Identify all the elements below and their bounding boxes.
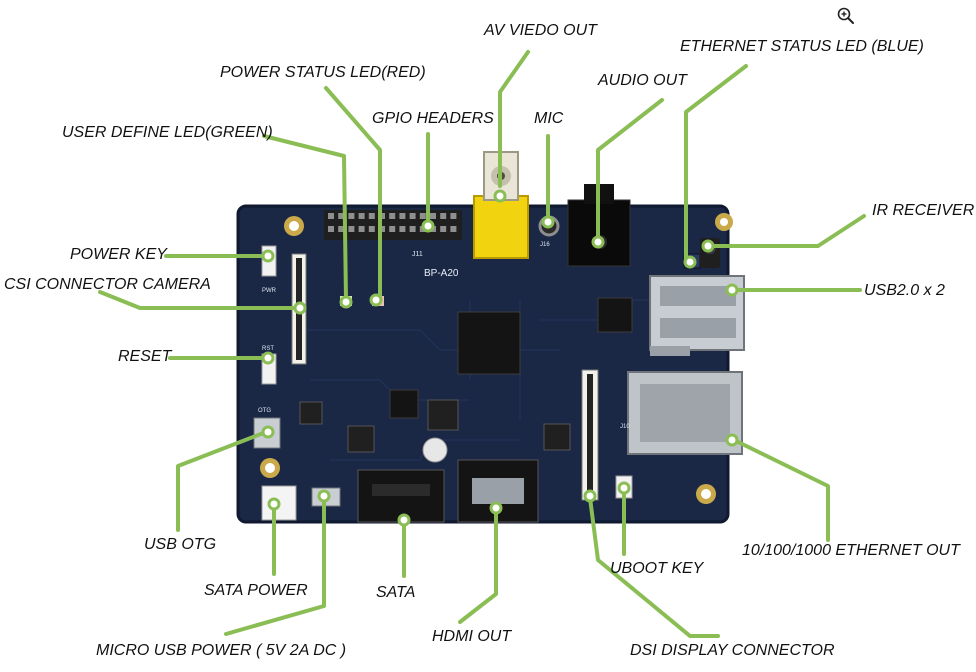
leader-eth-out: [732, 438, 830, 542]
inductor-4: [543, 423, 571, 451]
label-av-out: AV VIEDO OUT: [484, 22, 597, 39]
ethernet-rj45: [627, 371, 743, 455]
silk-otg: OTG: [258, 408, 271, 414]
gpio-pin: [348, 213, 355, 219]
silk-j10: J10: [620, 424, 630, 430]
inductor-3: [299, 401, 323, 425]
leader-csi: [98, 290, 302, 310]
label-user-led: USER DEFINE LED(GREEN): [62, 124, 273, 141]
silk-rst: RST: [262, 346, 274, 352]
label-power-key: POWER KEY: [70, 246, 167, 263]
label-eth-out: 10/100/1000 ETHERNET OUT: [742, 542, 960, 559]
leader-hdmi: [458, 506, 498, 624]
gpio-pin: [450, 213, 457, 219]
gpio-pin: [368, 213, 375, 219]
gpio-pin: [389, 226, 396, 232]
gpio-pin: [450, 226, 457, 232]
gpio-pin: [430, 213, 436, 219]
gpio-pin: [399, 226, 406, 232]
sata-slot: [372, 484, 430, 496]
gpio-pin: [399, 213, 406, 219]
battery-cell: [422, 437, 448, 463]
leader-audio-out: [596, 98, 664, 244]
label-power-led: POWER STATUS LED(RED): [220, 64, 426, 81]
dsi-slot: [587, 374, 593, 496]
label-usb-otg: USB OTG: [144, 536, 217, 553]
magnifier-plus-icon[interactable]: [836, 6, 856, 26]
gpio-pin: [368, 226, 375, 232]
gpio-pin: [328, 226, 334, 232]
eth-phy-chip: [597, 297, 633, 333]
label-dsi: DSI DISPLAY CONNECTOR: [630, 642, 835, 659]
label-ir: IR RECEIVER: [872, 202, 975, 219]
leader-user-led: [262, 134, 348, 302]
gpio-pin: [338, 213, 345, 219]
label-csi: CSI CONNECTOR CAMERA: [4, 276, 211, 293]
leader-dsi: [588, 496, 720, 638]
leader-ir: [708, 214, 866, 248]
gpio-pin: [338, 226, 345, 232]
leader-lines: [98, 50, 866, 638]
gpio-pin: [348, 226, 355, 232]
gpio-pin: [409, 226, 416, 232]
leader-power-led: [324, 86, 382, 300]
leader-dots: [261, 189, 739, 527]
silk-j11: J11: [412, 251, 423, 258]
label-gpio: GPIO HEADERS: [372, 110, 494, 127]
gpio-pin: [409, 213, 416, 219]
board-model: BP-A20: [424, 268, 459, 279]
gpio-pin: [440, 226, 447, 232]
gpio-pin: [389, 213, 396, 219]
mounting-holes: [260, 213, 733, 504]
leader-micro-usb: [224, 494, 326, 636]
silk-pwr: PWR: [262, 288, 277, 294]
leader-eth-led: [684, 64, 748, 264]
inductor-1: [427, 399, 459, 431]
label-eth-led: ETHERNET STATUS LED (BLUE): [680, 38, 924, 55]
gpio-pin: [328, 213, 334, 219]
soc-chip: [457, 311, 521, 375]
label-sata: SATA: [376, 584, 416, 601]
gpio-pin: [419, 213, 426, 219]
label-sata-power: SATA POWER: [204, 582, 308, 599]
pmic-chip: [389, 389, 419, 419]
label-usb2: USB2.0 x 2: [864, 282, 945, 299]
leader-av-out: [498, 50, 530, 188]
label-micro-usb: MICRO USB POWER ( 5V 2A DC ): [96, 642, 347, 659]
label-hdmi: HDMI OUT: [432, 628, 512, 645]
silk-j16: J16: [540, 242, 550, 248]
gpio-pin: [440, 213, 447, 219]
label-uboot: UBOOT KEY: [610, 560, 704, 577]
label-mic: MIC: [534, 110, 564, 127]
label-audio-out: AUDIO OUT: [598, 72, 687, 89]
label-reset: RESET: [118, 348, 172, 365]
gpio-pin: [358, 226, 365, 232]
leader-usb-otg: [176, 430, 268, 532]
inductor-2: [347, 425, 375, 453]
gpio-pin: [358, 213, 365, 219]
